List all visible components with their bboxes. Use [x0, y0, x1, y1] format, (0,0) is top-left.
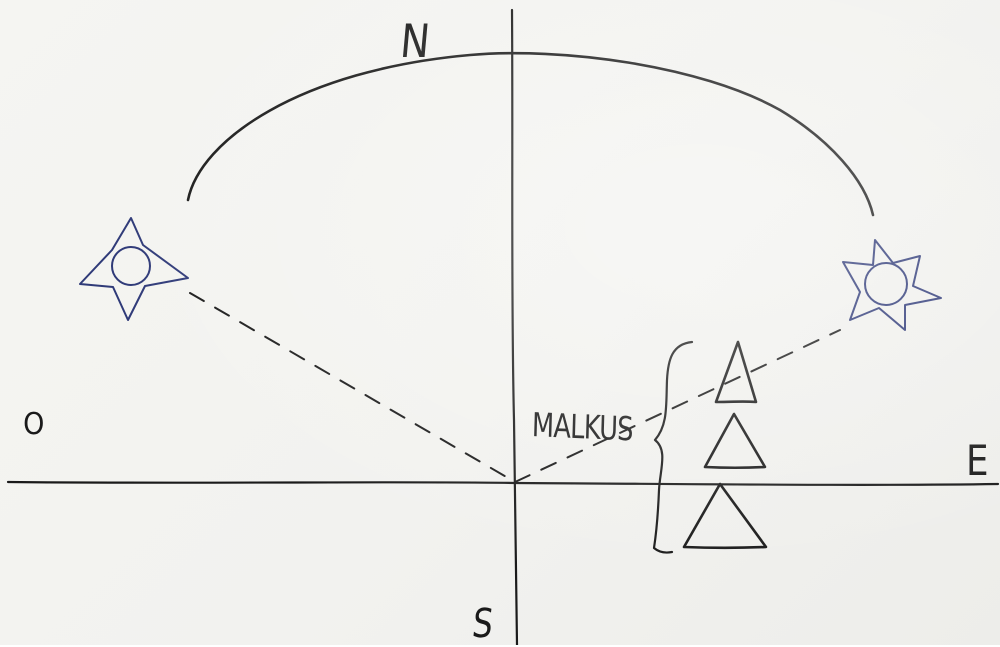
sight-line-east: [514, 329, 841, 483]
triangle-middle-icon: [703, 412, 767, 470]
label-north: N: [398, 14, 433, 68]
vertical-axis: [510, 8, 519, 645]
triangle-bottom-icon: [682, 482, 768, 550]
star-left-icon: [79, 217, 189, 321]
horizontal-axis: [6, 480, 1000, 486]
sight-line-west: [189, 292, 516, 483]
star-right-icon: [842, 239, 942, 331]
triangle-top-icon: [714, 340, 758, 404]
sky-arc: [186, 51, 875, 217]
label-west: O: [23, 407, 45, 442]
curly-brace: [652, 340, 694, 554]
label-east: E: [965, 436, 989, 485]
malkus-label: MALKUS: [531, 405, 634, 449]
